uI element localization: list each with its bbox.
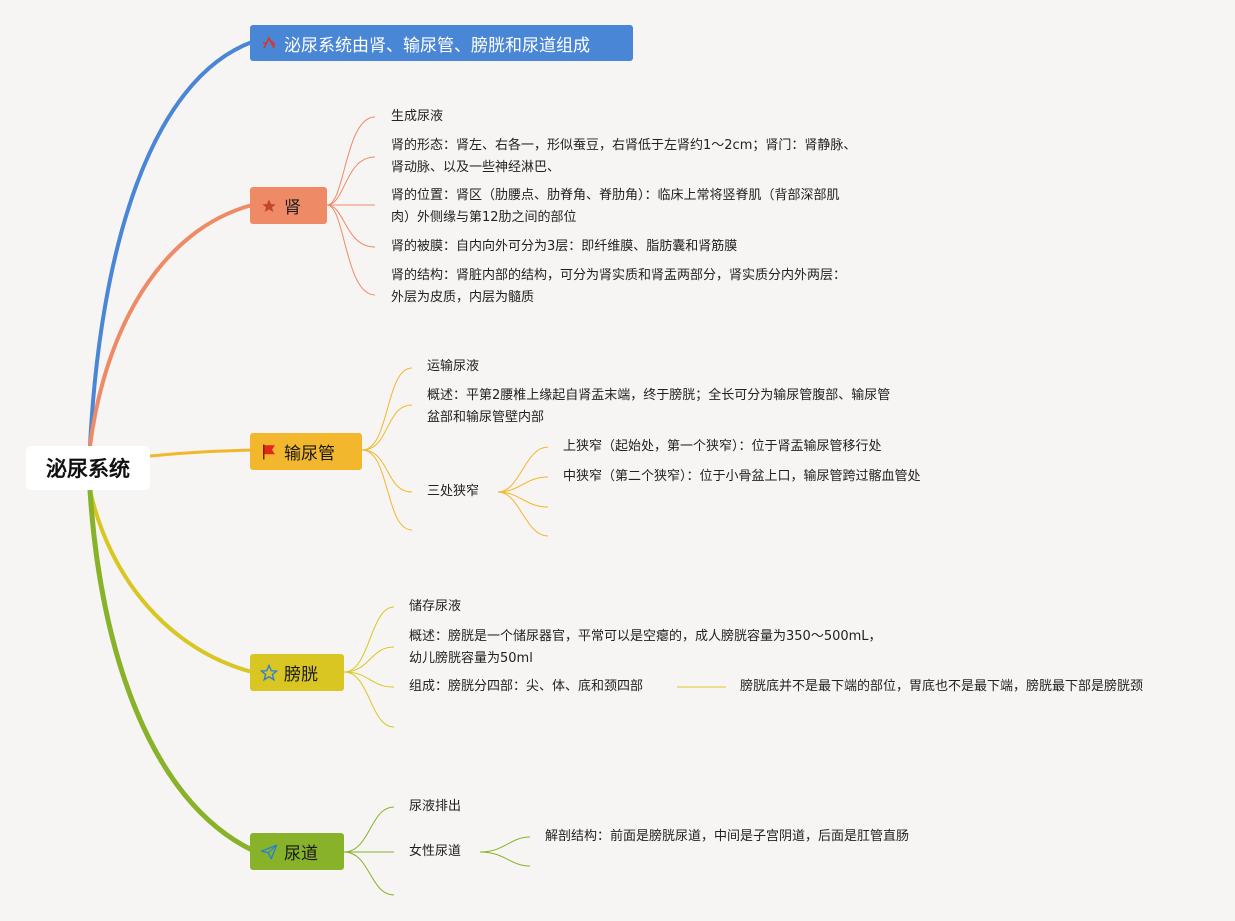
branch-line-bladder — [88, 489, 253, 674]
ureter-subtree-lines — [361, 367, 549, 537]
urethra-female-detail[interactable]: 解剖结构：前面是膀胱尿道，中间是子宫阴道，后面是肛管直肠 — [545, 829, 910, 844]
branch-ureter[interactable]: 输尿管 — [250, 433, 362, 470]
ureter-narrowing-upper[interactable]: 上狭窄（起始处，第一个狭窄）：位于肾盂输尿管移行处 — [563, 439, 882, 454]
root-label: 泌尿系统 — [46, 457, 130, 481]
ureter-item-overview[interactable]: 概述：平第2腰椎上缘起自肾盂末端，终于膀胱；全长可分为输尿管腹部、输尿管 盆部和… — [427, 388, 891, 425]
branch-line-summary — [88, 40, 253, 447]
branch-line-ureter — [149, 448, 253, 458]
branch-urethra-label: 尿道 — [284, 844, 318, 864]
bladder-item-parts[interactable]: 组成：膀胱分四部：尖、体、底和颈四部 — [409, 679, 644, 694]
bladder-item-overview[interactable]: 概述：膀胱是一个储尿器官，平常可以是空瘪的，成人膀胱容量为350～500mL， … — [409, 629, 882, 666]
branch-urethra[interactable]: 尿道 — [250, 833, 344, 870]
urethra-item-female[interactable]: 女性尿道 — [409, 844, 462, 859]
star-icon — [260, 197, 278, 215]
kidney-subtree-lines — [326, 116, 376, 296]
scale-icon — [260, 34, 278, 52]
ureter-item-function[interactable]: 运输尿液 — [427, 359, 480, 374]
urethra-subtree-lines — [343, 806, 531, 896]
branch-kidney[interactable]: 肾 — [250, 187, 327, 224]
branch-summary[interactable]: 泌尿系统由肾、输尿管、膀胱和尿道组成 — [250, 25, 633, 61]
branch-kidney-label: 肾 — [284, 198, 301, 218]
branch-bladder-label: 膀胱 — [284, 665, 318, 685]
kidney-item-capsule[interactable]: 肾的被膜：自内向外可分为3层：即纤维膜、脂肪囊和肾筋膜 — [391, 239, 738, 254]
branch-line-urethra — [87, 489, 254, 853]
kidney-item-function[interactable]: 生成尿液 — [391, 109, 444, 124]
flag-icon — [260, 443, 278, 461]
branch-ureter-label: 输尿管 — [284, 444, 335, 464]
urethra-item-function[interactable]: 尿液排出 — [409, 799, 462, 814]
branch-bladder[interactable]: 膀胱 — [250, 654, 344, 691]
paper-plane-icon — [260, 843, 278, 861]
ureter-narrowing-middle[interactable]: 中狭窄（第二个狭窄）：位于小骨盆上口，输尿管跨过髂血管处 — [563, 469, 921, 484]
root-node[interactable]: 泌尿系统 — [26, 446, 150, 490]
branch-line-kidney — [88, 203, 253, 447]
branch-summary-label: 泌尿系统由肾、输尿管、膀胱和尿道组成 — [284, 35, 590, 56]
bladder-subtree-lines — [343, 606, 726, 728]
kidney-item-structure[interactable]: 肾的结构：肾脏内部的结构，可分为肾实质和肾盂两部分，肾实质分内外两层： 外层为皮… — [391, 268, 847, 305]
star-outline-icon — [260, 663, 278, 682]
kidney-item-shape[interactable]: 肾的形态：肾左、右各一，形似蚕豆，右肾低于左肾约1～2cm；肾门：肾静脉、 肾动… — [391, 138, 857, 175]
bladder-note[interactable]: 膀胱底并不是最下端的部位，胃底也不是最下端，膀胱最下部是膀胱颈 — [740, 679, 1144, 694]
bladder-item-function[interactable]: 储存尿液 — [409, 599, 462, 614]
ureter-item-narrowings[interactable]: 三处狭窄 — [427, 484, 480, 499]
kidney-item-position[interactable]: 肾的位置：肾区（肋腰点、肋脊角、脊肋角）：临床上常将竖脊肌（背部深部肌 肉）外侧… — [391, 188, 840, 225]
